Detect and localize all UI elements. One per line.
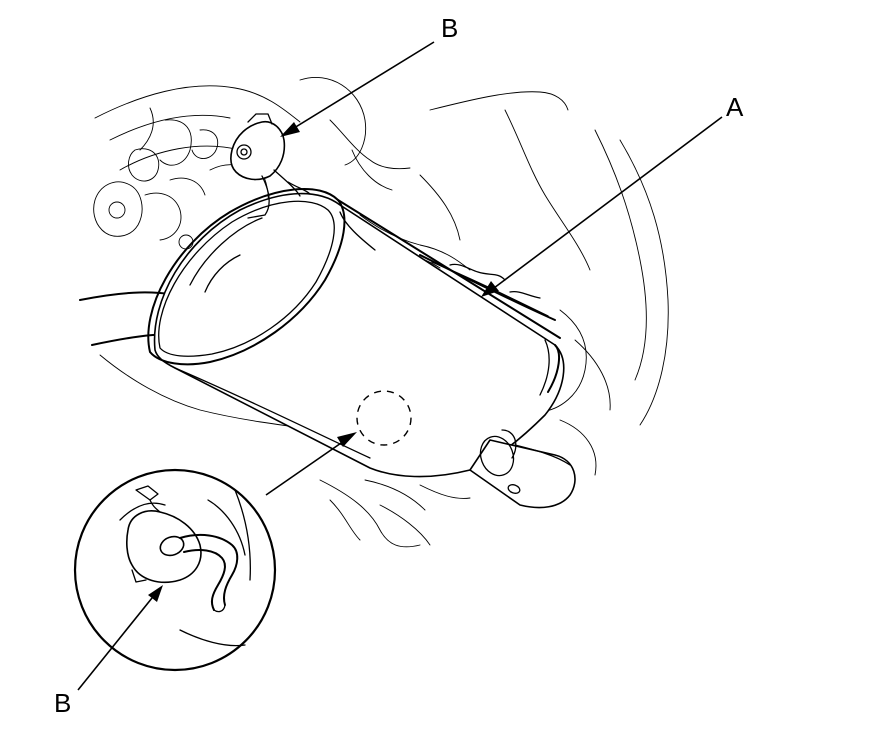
detail-reference-circle [356,390,412,446]
callout-label-b-top: B [441,13,458,43]
muffler [147,187,565,478]
outlet-pipe [469,429,576,509]
callout-leaders [77,41,723,691]
callout-label-b-bottom: B [54,688,71,718]
callout-label-a: A [726,92,744,122]
detail-magnifier [73,468,277,672]
vehicle-underbody-background [93,76,669,548]
rubber-mount-top [230,113,311,219]
